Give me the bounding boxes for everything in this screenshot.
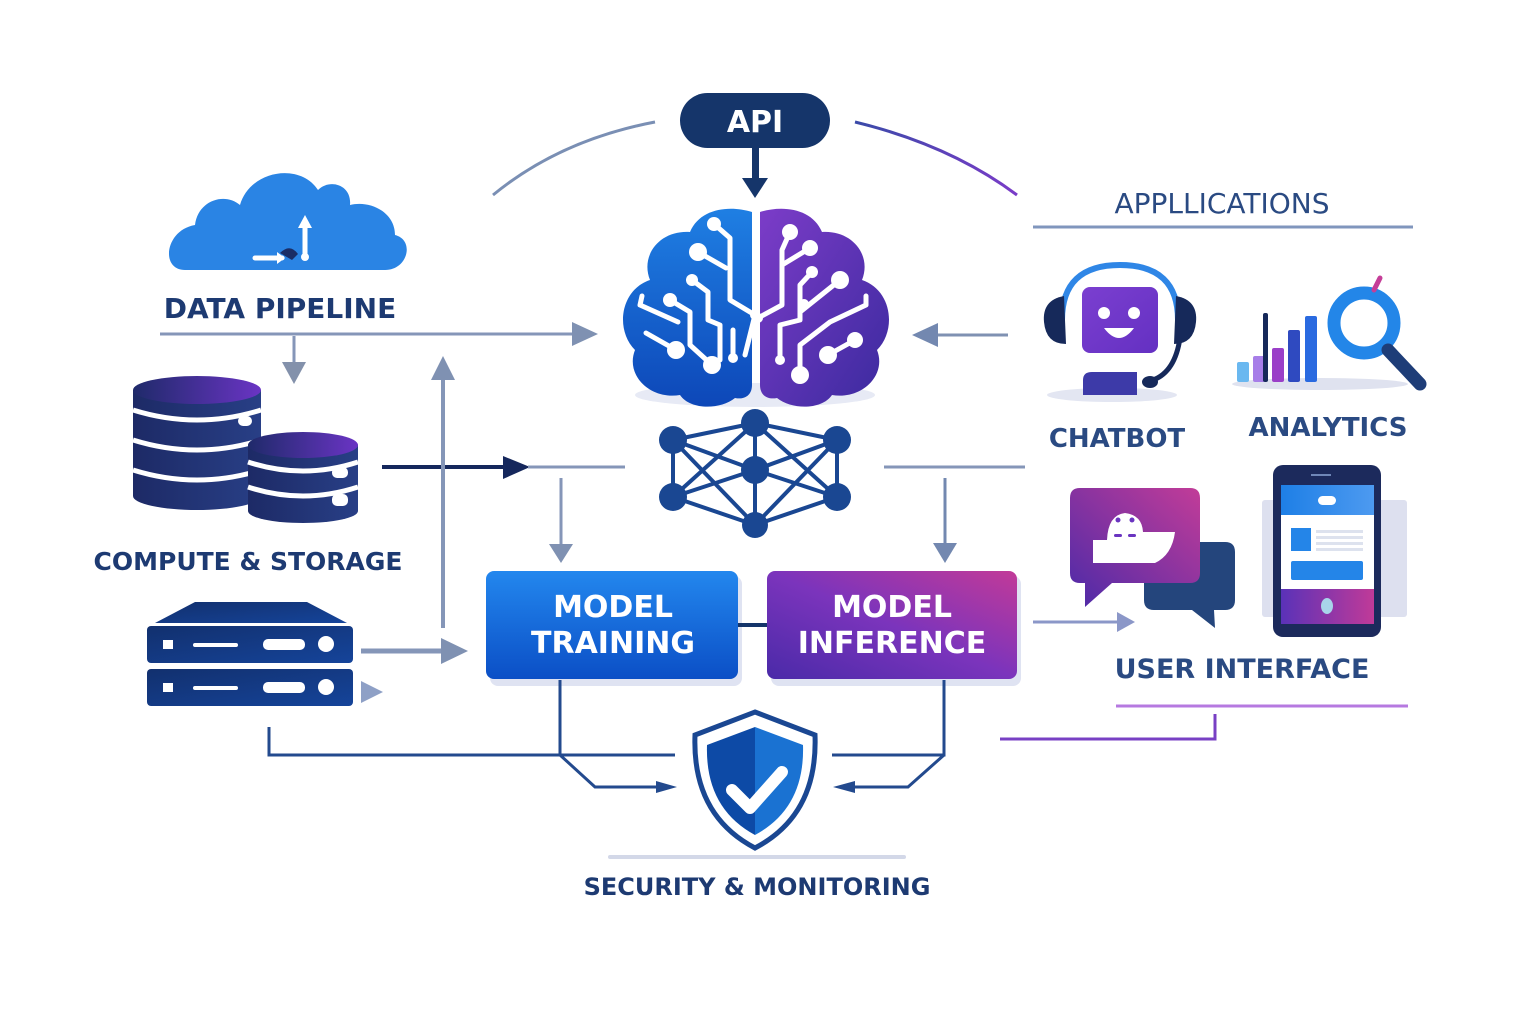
chat-bubbles-icon (1070, 488, 1235, 628)
ui-to-security-line (1000, 714, 1217, 741)
apps-to-brain-arrowhead (912, 323, 938, 347)
chatbot-label: CHATBOT (1049, 424, 1186, 454)
model-inference-line1: MODEL (832, 590, 952, 625)
data-pipeline-label: DATA PIPELINE (164, 292, 397, 325)
inference-to-ui-arrowhead (1117, 612, 1135, 632)
training-to-security-line (558, 680, 675, 757)
server-to-security-line (267, 727, 560, 757)
network-to-inference-arrowhead (933, 543, 957, 563)
training-to-security-arrowhead (656, 781, 677, 793)
cloud-icon (168, 173, 407, 270)
analytics-label: ANALYTICS (1248, 413, 1407, 443)
chatbot-icon (1043, 261, 1197, 402)
storage-to-network-arrowhead (503, 456, 530, 479)
data-pipeline-to-brain-arrowhead (572, 322, 598, 346)
server-icon (147, 602, 353, 706)
brain-icon (623, 208, 889, 407)
compute-storage-label: COMPUTE & STORAGE (94, 547, 403, 576)
neural-network-icon (659, 409, 851, 538)
model-training-line2: TRAINING (531, 626, 695, 661)
server-to-training-arrowhead (441, 638, 468, 664)
server-up-arrowhead (431, 356, 455, 380)
applications-heading: APPLLICATIONS (1114, 187, 1329, 220)
user-interface-label: USER INTERFACE (1115, 654, 1370, 685)
server-small-arrowhead (361, 681, 383, 703)
security-divider (608, 855, 906, 859)
model-inference-box[interactable]: MODEL INFERENCE (767, 571, 1021, 686)
security-label: SECURITY & MONITORING (584, 873, 931, 901)
api-label: API (727, 105, 783, 140)
network-to-training-arrowhead (549, 544, 573, 563)
model-training-box[interactable]: MODEL TRAINING (486, 571, 742, 686)
inference-to-security-branch (851, 753, 945, 789)
analytics-icon (1232, 275, 1427, 391)
database-icon-large (132, 376, 262, 510)
arc-left (492, 120, 656, 197)
model-inference-line2: INFERENCE (798, 626, 986, 661)
model-training-line1: MODEL (553, 590, 673, 625)
mobile-phone-icon (1262, 465, 1407, 637)
training-to-security-branch (558, 753, 660, 789)
pipeline-down-arrowhead (282, 362, 306, 384)
api-node[interactable]: API (680, 93, 830, 148)
shield-check-icon (692, 709, 818, 851)
arc-right (854, 120, 1018, 197)
inference-to-security-arrowhead (833, 781, 855, 793)
api-down-arrow (742, 148, 768, 198)
inference-to-security-line (832, 680, 946, 757)
database-icon-small (247, 432, 359, 523)
